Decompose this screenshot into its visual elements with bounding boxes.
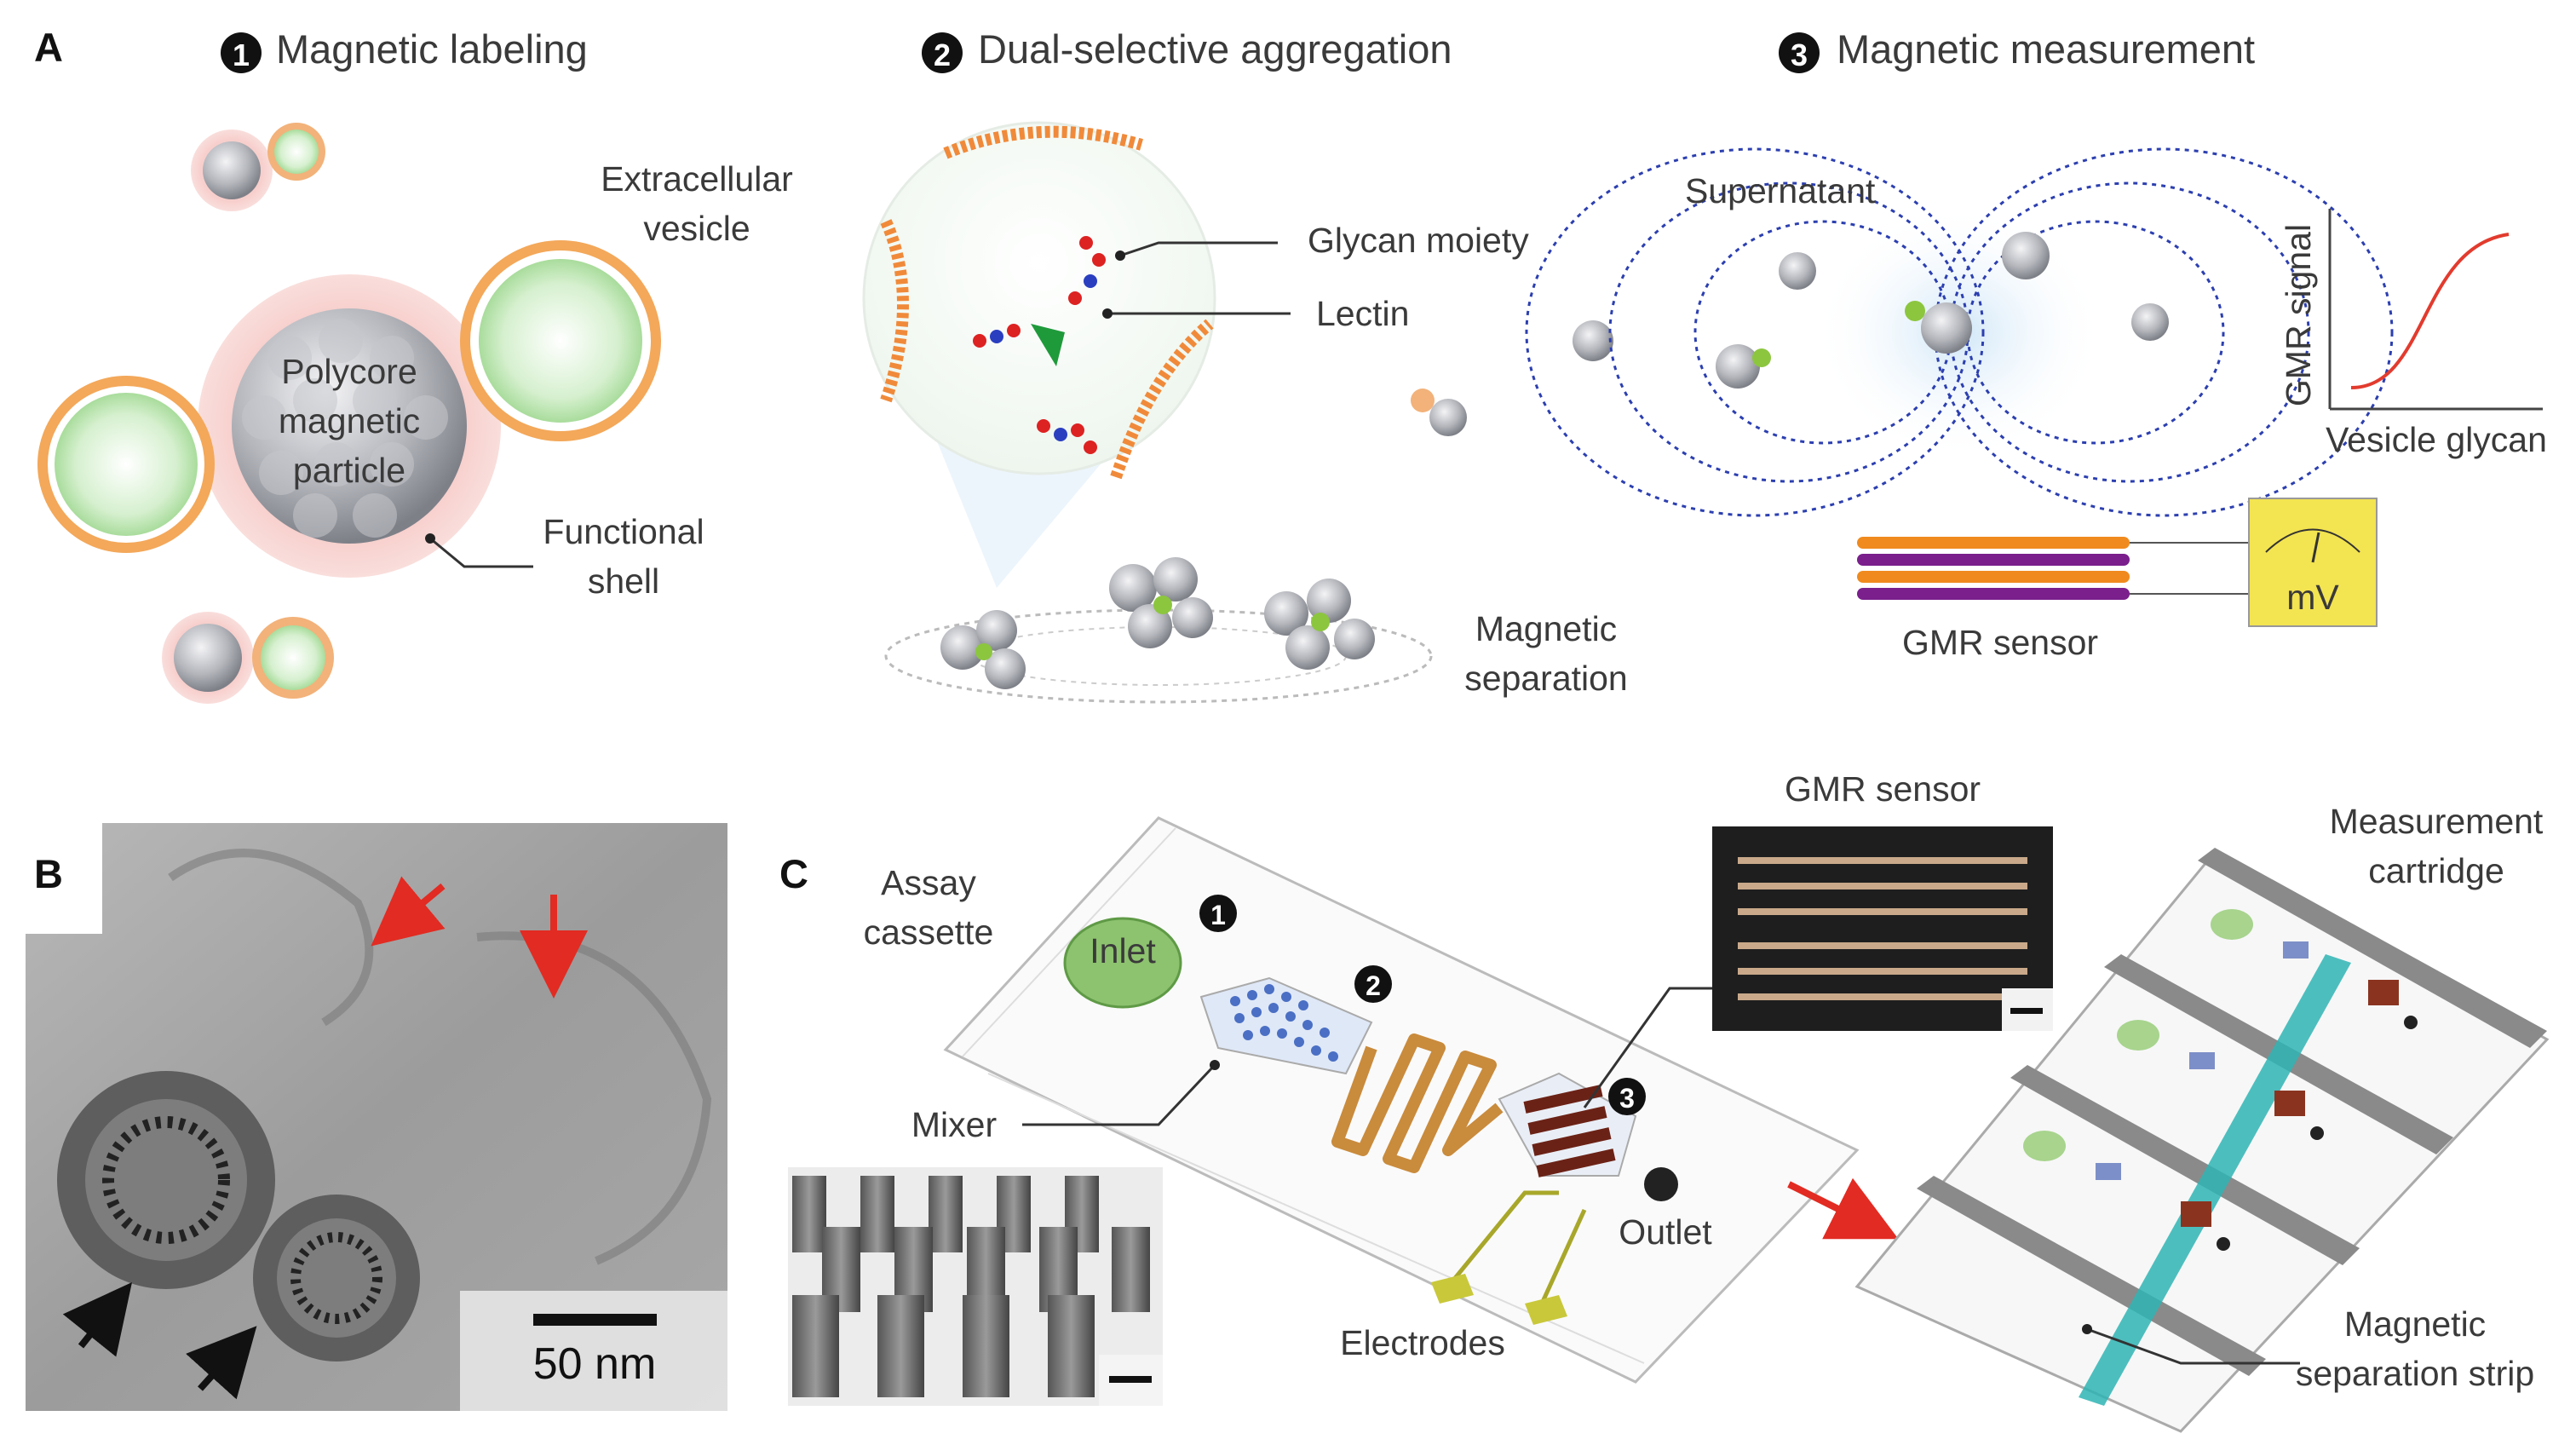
lectin-label: Lectin (1316, 294, 1409, 333)
plot-curve (2350, 233, 2510, 389)
gmr-micrograph-label: GMR sensor (1785, 769, 1981, 809)
electrodes-label: Electrodes (1340, 1323, 1505, 1362)
particle-label-3: particle (293, 451, 405, 490)
glycan-chains (973, 236, 1106, 454)
gmr-scale-bar (2010, 1008, 2043, 1014)
tem-red-arrow-1 (371, 876, 446, 947)
aggregation-illustration: Glycan moiety Lectin Magnetic separation (862, 121, 1628, 704)
cassette-label-2: cassette (864, 912, 994, 952)
cartridge-label-2: cartridge (2368, 851, 2504, 890)
voltmeter-unit: mV (2286, 578, 2339, 617)
step-1-title: Magnetic labeling (276, 26, 588, 72)
shell-leader-line (429, 537, 533, 568)
tem-image: 50 nm (26, 823, 727, 1411)
c-step-1-number: 1 (1210, 900, 1226, 930)
loose-particle (1573, 320, 1613, 361)
step-2-header: 2 Dual-selective aggregation (922, 26, 1452, 73)
panel-c-letter: C (779, 851, 808, 896)
supernatant-label: Supernatant (1685, 171, 1876, 210)
cassette-label-1: Assay (881, 863, 976, 902)
small-particle (203, 141, 261, 199)
magnifier-lens (862, 121, 1216, 475)
c-step-2-badge (1354, 965, 1392, 1003)
membrane-left (880, 219, 909, 403)
inlet-port (1063, 917, 1182, 1009)
bottom-particle (174, 624, 242, 692)
panel-b-letter: B (34, 851, 63, 896)
gmr-micrograph-leader (1583, 987, 1712, 1108)
sem-pillars (792, 1176, 1150, 1397)
assay-cassette: Assay cassette Inlet 1 Mixer 2 3 (864, 816, 1860, 1384)
tem-black-arrow-1 (62, 1282, 132, 1357)
plot-xlabel: Vesicle glycan (2326, 420, 2547, 459)
step-3-title: Magnetic measurement (1837, 26, 2255, 72)
step-3-header: 3 Magnetic measurement (1779, 26, 2255, 73)
voltmeter-dial (2265, 528, 2360, 553)
scale-bar-label: 50 nm (533, 1339, 657, 1389)
mixer-pillars (1230, 984, 1338, 1062)
glycan-label: Glycan moiety (1308, 221, 1529, 260)
lectin-icon (1031, 324, 1065, 366)
cartridge-label-1: Measurement (2330, 802, 2544, 841)
gmr-sensor-label: GMR sensor (1902, 623, 2098, 662)
separation-label-2: separation (1464, 659, 1627, 698)
step-2-title: Dual-selective aggregation (978, 26, 1452, 72)
step-2-number: 2 (934, 37, 951, 72)
membrane-top (943, 125, 1143, 159)
step-3-number-badge (1779, 32, 1820, 73)
shell-label-2: shell (588, 561, 659, 601)
panel-a-letter: A (34, 25, 63, 70)
step-1-number-badge (221, 32, 262, 73)
electrode-pad-1 (1431, 1274, 1474, 1304)
c-step-1-badge (1199, 895, 1237, 932)
c-step-3-number: 3 (1619, 1083, 1635, 1114)
particle-label-1: Polycore (281, 352, 417, 391)
mixer-chamber (1199, 976, 1373, 1075)
c-step-3-badge (1608, 1078, 1646, 1115)
outlet-label: Outlet (1619, 1212, 1712, 1252)
measurement-illustration: Supernatant GMR sensor mV GMR signal Ves… (1525, 147, 2547, 662)
shell-label-1: Functional (543, 512, 704, 551)
separation-strip (2079, 954, 2351, 1406)
cartridge-arrow (1787, 1177, 1899, 1240)
strip-label-1: Magnetic (2344, 1304, 2486, 1344)
extracellular-label-1: Extracellular (601, 159, 793, 199)
strip-label-2: separation strip (2296, 1354, 2534, 1393)
mixer-sem-inset (788, 1167, 1163, 1406)
gmr-micrograph: GMR sensor (1583, 769, 2053, 1108)
magnetic-labeling-illustration: Polycore magnetic particle Extracellular… (37, 123, 793, 704)
mixer-leader (1022, 1063, 1216, 1126)
cartridge-cassettes (2023, 909, 2418, 1251)
tem-black-arrow-2 (186, 1326, 257, 1400)
step-2-number-badge (922, 32, 963, 73)
measurement-cartridge: Measurement cartridge Magnetic separ (1854, 802, 2550, 1433)
step-1-header: 1 Magnetic labeling (221, 26, 588, 73)
polycore-grains (242, 319, 448, 538)
voltmeter-needle (2311, 532, 2320, 563)
gmr-micrograph-traces (1738, 857, 2027, 1000)
membrane-right (1110, 319, 1214, 480)
separation-label-1: Magnetic (1475, 609, 1617, 648)
c-step-2-number: 2 (1366, 970, 1381, 1001)
step-3-number: 3 (1791, 37, 1808, 72)
gmr-layer-purple (1857, 554, 2130, 566)
aggregate-clusters (940, 557, 1375, 689)
gmr-layer-orange (1857, 537, 2130, 549)
scale-bar (533, 1314, 657, 1326)
serpentine-channel (1331, 1033, 1504, 1173)
glycan-leader (1119, 241, 1278, 257)
particle-label-2: magnetic (279, 401, 420, 440)
electrode-pad-2 (1525, 1295, 1567, 1325)
gmr-sensor-stripes (1523, 1085, 1616, 1177)
plot-ylabel: GMR signal (2279, 224, 2318, 406)
step-1-number: 1 (233, 37, 250, 72)
scale-bar-box (460, 1291, 727, 1411)
extracellular-label-2: vesicle (643, 209, 750, 248)
sem-scale-bar (1109, 1376, 1152, 1383)
strip-leader (2086, 1327, 2300, 1365)
outlet-port (1644, 1167, 1678, 1201)
inlet-label: Inlet (1090, 931, 1156, 970)
mixer-label: Mixer (911, 1105, 997, 1144)
